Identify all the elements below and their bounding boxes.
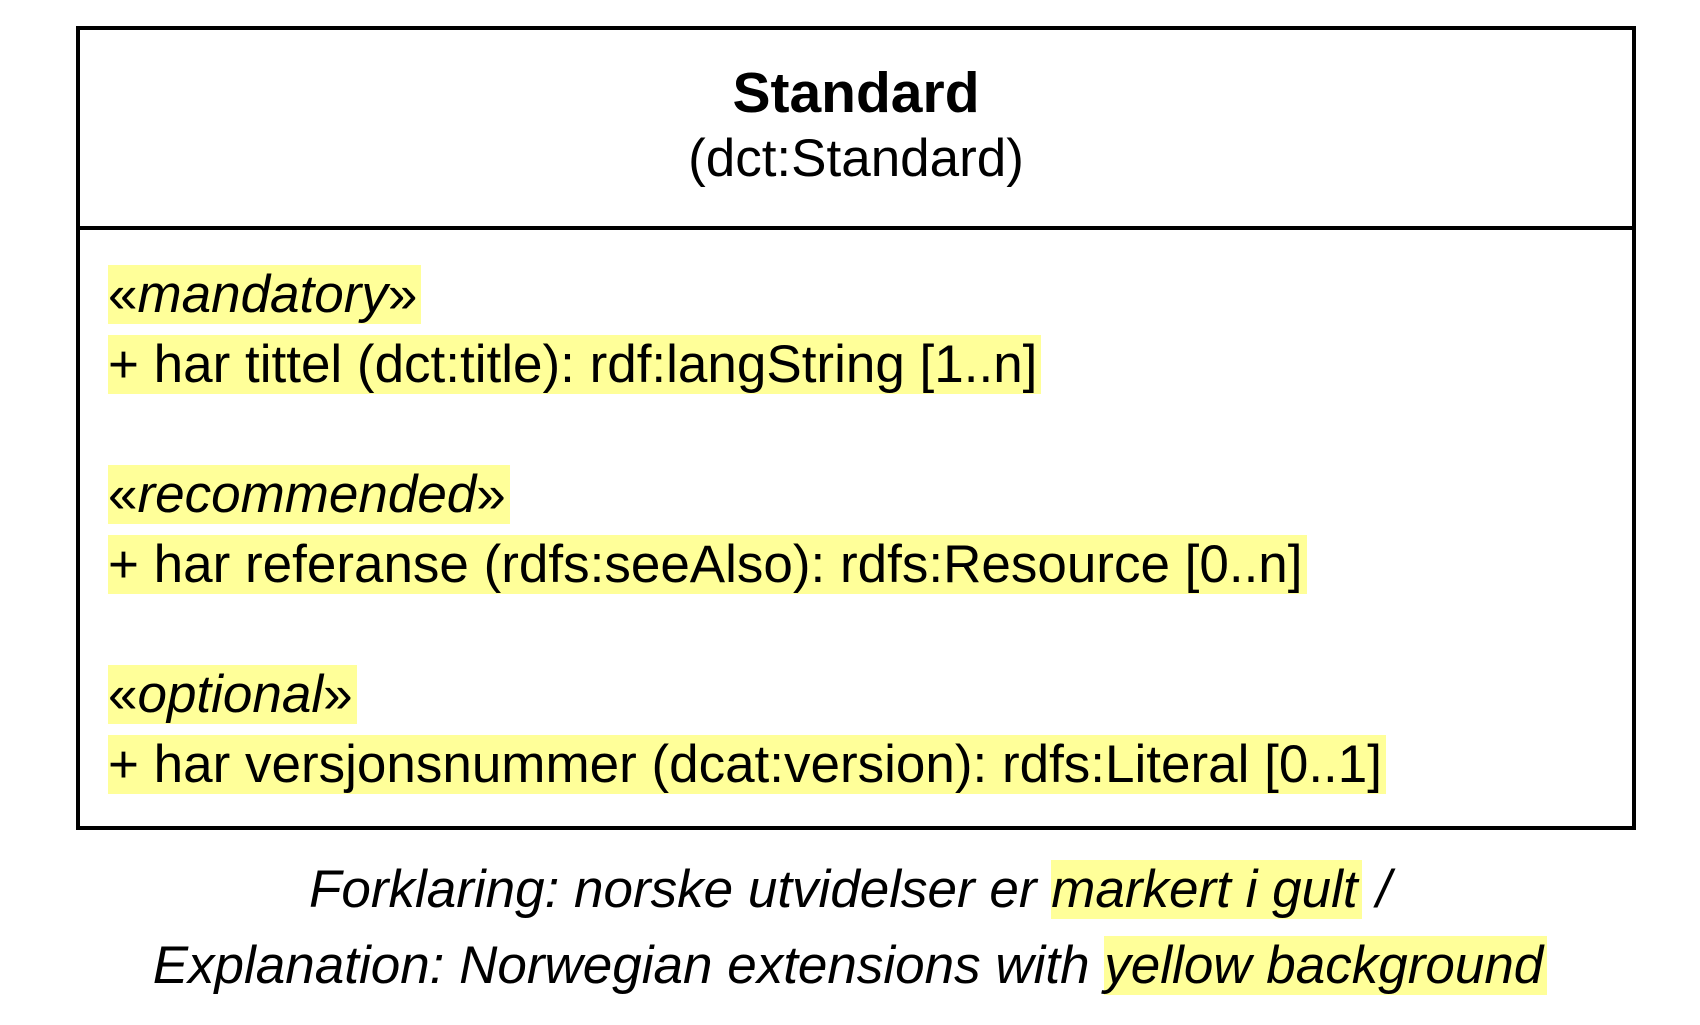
legend: Forklaring: norske utvidelser er markert… xyxy=(0,852,1700,1004)
attribute-group-mandatory: «mandatory» + har tittel (dct:title): rd… xyxy=(108,260,1632,400)
attribute-group-recommended: «recommended» + har referanse (rdfs:seeA… xyxy=(108,460,1632,600)
stereotype-mandatory: mandatory xyxy=(137,265,388,324)
highlight: «recommended» xyxy=(108,465,510,524)
legend-norwegian: Forklaring: norske utvidelser er markert… xyxy=(0,852,1700,928)
stereotype-optional: optional xyxy=(137,665,324,724)
attribute-group-optional: «optional» + har versjonsnummer (dcat:ve… xyxy=(108,660,1632,800)
stereotype-line: «optional» xyxy=(108,660,1632,730)
stereotype-open: « xyxy=(108,465,138,524)
attribute-see-also: + har referanse (rdfs:seeAlso): rdfs:Res… xyxy=(108,535,1307,594)
legend-highlight: markert i gult xyxy=(1051,860,1362,919)
stereotype-open: « xyxy=(108,665,138,724)
stereotype-recommended: recommended xyxy=(137,465,477,524)
legend-highlight: yellow background xyxy=(1104,936,1548,995)
class-uri: (dct:Standard) xyxy=(688,129,1024,188)
stereotype-line: «recommended» xyxy=(108,460,1632,530)
class-name: Standard xyxy=(732,61,980,125)
stereotype-line: «mandatory» xyxy=(108,260,1632,330)
legend-text: Explanation: Norwegian extensions with xyxy=(152,936,1105,995)
stereotype-close: » xyxy=(323,665,353,724)
legend-english: Explanation: Norwegian extensions with y… xyxy=(0,928,1700,1004)
class-attributes: «mandatory» + har tittel (dct:title): rd… xyxy=(80,230,1632,800)
attribute-line: + har versjonsnummer (dcat:version): rdf… xyxy=(108,730,1632,800)
attribute-version: + har versjonsnummer (dcat:version): rdf… xyxy=(108,735,1386,794)
stereotype-close: » xyxy=(387,265,418,324)
uml-class-box: Standard (dct:Standard) «mandatory» + ha… xyxy=(76,26,1636,830)
stereotype-open: « xyxy=(108,265,138,324)
highlight: «optional» xyxy=(108,665,357,724)
attribute-line: + har tittel (dct:title): rdf:langString… xyxy=(108,330,1632,400)
legend-text: Forklaring: norske utvidelser er xyxy=(308,860,1052,919)
class-header: Standard (dct:Standard) xyxy=(80,30,1632,230)
attribute-line: + har referanse (rdfs:seeAlso): rdfs:Res… xyxy=(108,530,1632,600)
legend-separator: / xyxy=(1361,860,1392,919)
stereotype-close: » xyxy=(476,465,506,524)
attribute-title: + har tittel (dct:title): rdf:langString… xyxy=(108,335,1042,394)
highlight: «mandatory» xyxy=(108,265,422,324)
